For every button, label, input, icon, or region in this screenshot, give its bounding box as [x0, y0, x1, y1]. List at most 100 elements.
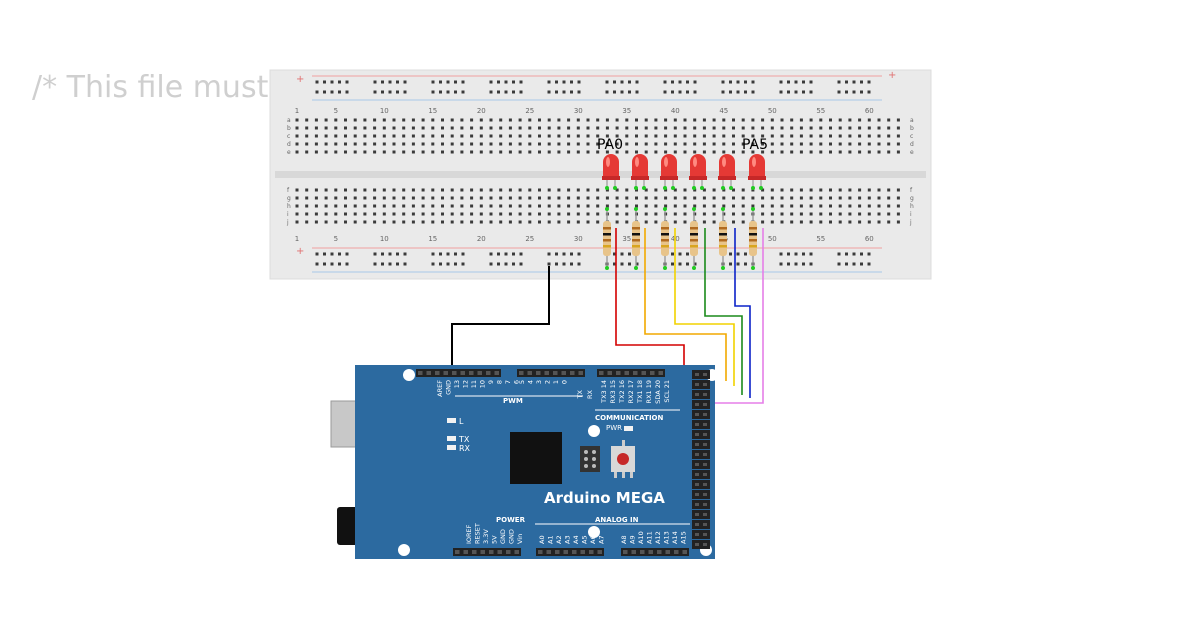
resistor-band — [719, 239, 727, 242]
header-pin — [703, 453, 707, 456]
header-pin — [506, 550, 511, 554]
rail-hole — [678, 262, 682, 266]
pin-label: TX2 16 — [618, 380, 626, 404]
rail-hole — [860, 90, 863, 94]
breadboard-hole — [722, 118, 726, 122]
breadboard-hole — [431, 126, 435, 130]
rail-hole — [744, 262, 747, 266]
connection-dot — [751, 186, 755, 190]
breadboard-hole — [605, 142, 609, 146]
rail-hole — [381, 262, 384, 266]
rail-hole — [809, 90, 813, 94]
breadboard-hole — [596, 212, 600, 216]
rail-hole — [860, 80, 863, 84]
breadboard-hole — [896, 150, 900, 154]
rail-hole — [431, 90, 435, 94]
rail-hole — [605, 90, 609, 94]
breadboard-hole — [896, 220, 900, 224]
rail-hole — [852, 252, 856, 256]
column-number: 10 — [380, 107, 389, 115]
rail-hole — [787, 252, 790, 256]
breadboard-hole — [596, 142, 600, 146]
header-pin — [703, 463, 707, 466]
breadboard-hole — [363, 188, 367, 192]
breadboard-hole — [382, 204, 386, 208]
breadboard-hole — [363, 126, 367, 130]
signal-wire — [700, 228, 764, 404]
led-base — [718, 176, 736, 180]
breadboard-hole — [751, 188, 755, 192]
breadboard-hole — [770, 188, 774, 192]
rail-hole — [613, 90, 616, 94]
rail-hole — [613, 262, 616, 266]
rail-hole — [381, 252, 384, 256]
rail-hole — [779, 80, 783, 84]
breadboard-hole — [790, 150, 794, 154]
breadboard-hole — [867, 134, 871, 138]
rail-hole — [852, 80, 856, 84]
breadboard-hole — [421, 118, 425, 122]
breadboard-hole — [770, 196, 774, 200]
breadboard-hole — [373, 204, 377, 208]
breadboard-hole — [499, 134, 503, 138]
breadboard-hole — [489, 196, 493, 200]
breadboard-hole — [644, 196, 648, 200]
breadboard-hole — [887, 220, 891, 224]
header-pin — [695, 453, 699, 456]
breadboard-hole — [722, 212, 726, 216]
resistor-band — [661, 239, 669, 242]
column-number: 55 — [816, 235, 825, 243]
rail-hole — [635, 262, 639, 266]
pin-label: A2 — [555, 535, 563, 544]
breadboard-hole — [586, 204, 590, 208]
breadboard-hole — [353, 134, 357, 138]
breadboard-hole — [683, 204, 687, 208]
breadboard-hole — [644, 204, 648, 208]
breadboard-hole — [479, 126, 483, 130]
breadboard-hole — [741, 126, 745, 130]
breadboard-hole — [392, 220, 396, 224]
breadboard-hole — [518, 188, 522, 192]
header-pin — [703, 543, 707, 546]
breadboard-hole — [460, 204, 464, 208]
resistor-band — [749, 227, 757, 230]
breadboard-hole — [441, 196, 444, 200]
breadboard-hole — [693, 150, 697, 154]
breadboard-hole — [712, 150, 716, 154]
pin-label: TX — [576, 389, 584, 399]
breadboard-hole — [896, 118, 900, 122]
breadboard-hole — [838, 220, 842, 224]
rail-hole — [809, 252, 813, 256]
rail-hole — [736, 262, 740, 266]
rail-hole — [388, 80, 392, 84]
rail-hole — [562, 262, 566, 266]
breadboard-hole — [887, 188, 891, 192]
resistor-band — [603, 233, 611, 236]
breadboard-hole — [625, 220, 629, 224]
breadboard-hole — [809, 204, 813, 208]
breadboard-hole — [411, 134, 415, 138]
reset-button[interactable] — [611, 440, 635, 478]
breadboard-hole — [489, 204, 493, 208]
breadboard-hole — [615, 204, 619, 208]
breadboard-hole — [615, 126, 619, 130]
breadboard-hole — [673, 204, 677, 208]
breadboard-hole — [732, 118, 735, 122]
breadboard-hole — [615, 142, 619, 146]
connection-dot — [751, 207, 755, 211]
breadboard-hole — [489, 188, 493, 192]
breadboard-hole — [450, 212, 454, 216]
breadboard-hole — [829, 126, 832, 130]
breadboard-hole — [353, 118, 357, 122]
breadboard-hole — [809, 220, 813, 224]
breadboard-hole — [518, 196, 522, 200]
rail-hole — [671, 252, 674, 256]
rail-hole — [497, 252, 500, 256]
header-pin — [695, 433, 699, 436]
breadboard-hole — [799, 134, 803, 138]
header-pin — [607, 371, 612, 375]
mount-hole-icon — [588, 425, 600, 437]
breadboard-hole — [722, 196, 726, 200]
rail-hole — [330, 252, 334, 256]
breadboard-hole — [363, 134, 367, 138]
